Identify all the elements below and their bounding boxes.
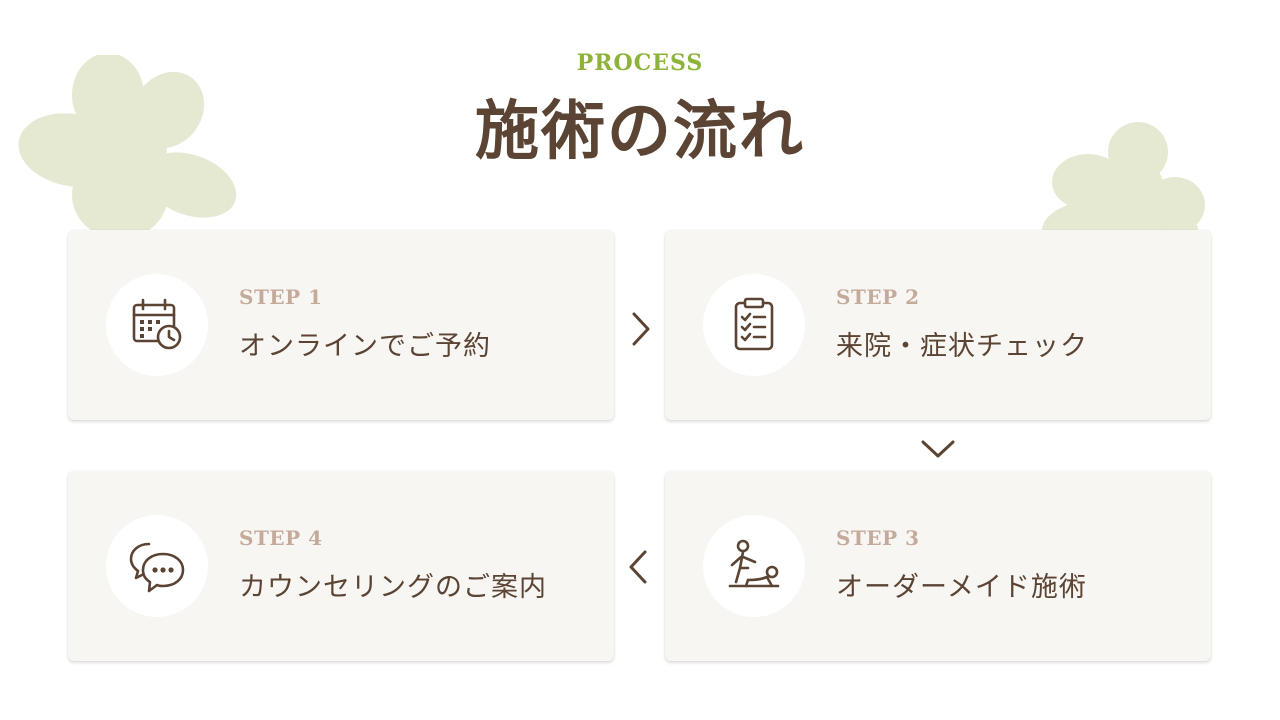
step-card-1: STEP 1 オンラインでご予約 [68,230,614,420]
step-label: STEP 1 [239,285,323,309]
chevron-right-icon [632,312,650,346]
step-title: カウンセリングのご案内 [239,572,547,603]
decorative-leaf-right [1042,122,1205,235]
step-title: 来院・症状チェック [836,331,1088,362]
step-title: オーダーメイド施術 [836,572,1087,603]
step-label: STEP 4 [239,526,323,550]
section-eyebrow: PROCESS [576,50,704,76]
clipboard-checklist-icon [734,297,774,351]
step-card-2: STEP 2 来院・症状チェック [665,230,1211,420]
chat-bubbles-icon [129,542,185,593]
chevron-left-icon [629,550,647,584]
step-icon-circle [106,274,208,376]
chevron-down-icon [921,440,955,458]
decorative-leaf-left [18,55,237,235]
step-icon-circle [106,515,208,617]
step-label: STEP 2 [836,285,920,309]
massage-treatment-icon [728,539,780,588]
step-icon-circle [703,515,805,617]
step-label: STEP 3 [836,526,920,550]
step-title: オンラインでご予約 [239,331,491,362]
step-card-4: STEP 4 カウンセリングのご案内 [68,471,614,661]
calendar-clock-icon [132,298,182,350]
step-card-3: STEP 3 オーダーメイド施術 [665,471,1211,661]
step-icon-circle [703,274,805,376]
page-title: 施術の流れ [475,94,805,169]
